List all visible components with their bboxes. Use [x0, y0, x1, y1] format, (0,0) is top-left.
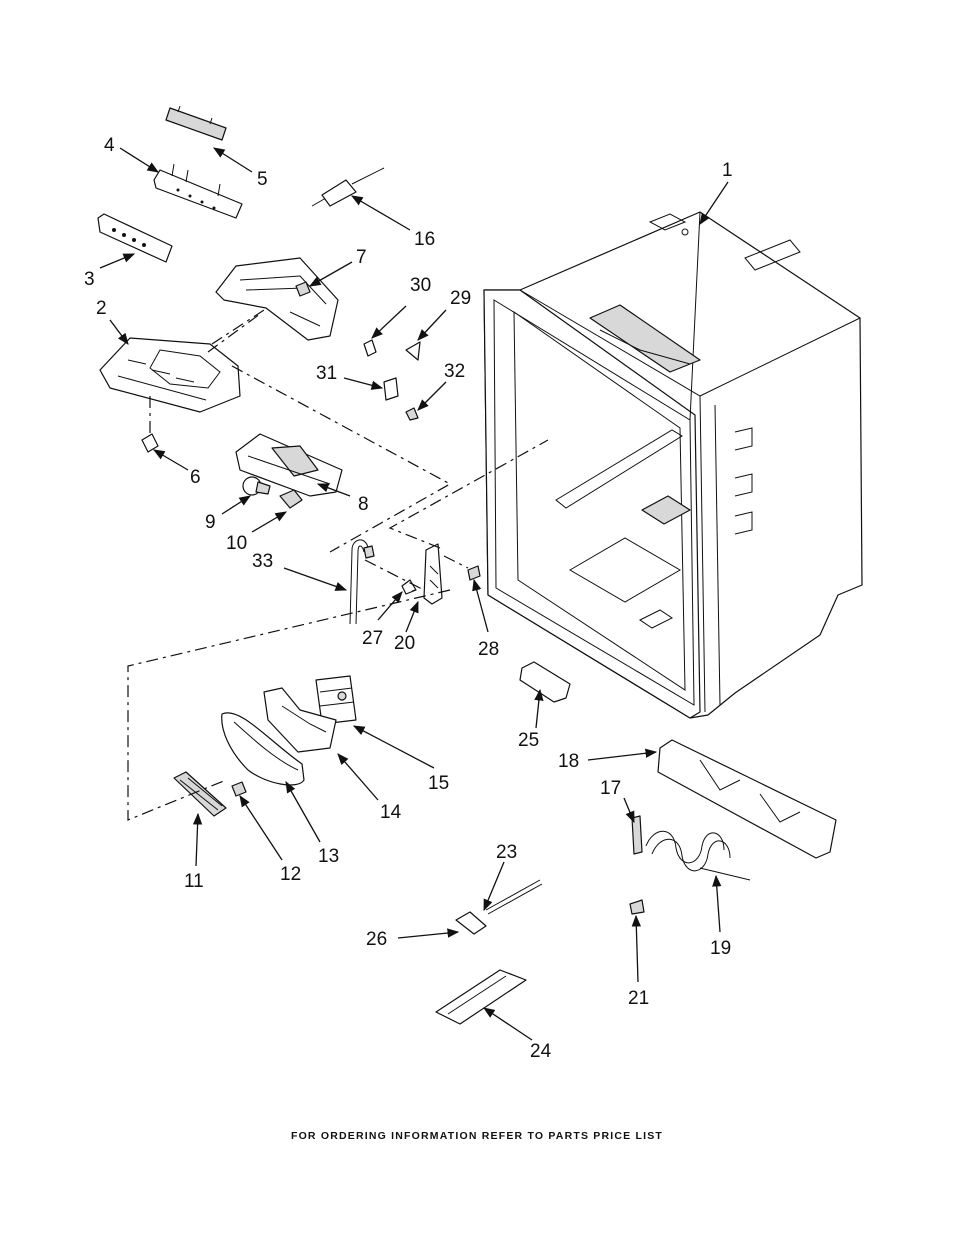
callout-9: 9 — [205, 512, 216, 533]
callout-32: 32 — [444, 361, 465, 382]
callout-13: 13 — [318, 846, 339, 867]
callout-6: 6 — [190, 467, 201, 488]
part-20-bracket — [424, 544, 442, 604]
part-25-filter-cap — [520, 662, 570, 702]
part-32-clip — [406, 408, 418, 420]
callout-25: 25 — [518, 730, 539, 751]
callout-11: 11 — [184, 871, 204, 892]
callout-23: 23 — [496, 842, 517, 863]
callout-20: 20 — [394, 633, 415, 654]
part-18-heater-bracket — [658, 740, 836, 858]
part-28-screw — [468, 566, 480, 580]
callout-33: 33 — [252, 551, 273, 572]
part-19-heater-coil — [646, 831, 750, 880]
part-2-control-housing — [100, 338, 240, 412]
callout-14: 14 — [380, 802, 402, 823]
callout-3: 3 — [84, 269, 95, 290]
callout-19: 19 — [710, 938, 731, 959]
part-31-bracket — [384, 378, 398, 400]
part-33-tube — [350, 540, 374, 624]
callout-10: 10 — [226, 533, 247, 554]
part-23-26-sensor — [456, 880, 542, 934]
callout-8: 8 — [358, 494, 369, 515]
part-27-clip — [402, 580, 416, 594]
callout-29: 29 — [450, 288, 471, 309]
part-7-cover — [216, 258, 338, 340]
callout-15: 15 — [428, 773, 449, 794]
callout-17: 17 — [600, 778, 621, 799]
part-24-bracket — [436, 970, 526, 1024]
callout-21: 21 — [628, 988, 649, 1009]
part-16-thermistor — [312, 168, 384, 206]
callout-24: 24 — [530, 1041, 552, 1062]
part-4-light-housing — [154, 164, 242, 218]
callout-30: 30 — [410, 275, 431, 296]
part-11-trim — [174, 772, 226, 816]
callout-28: 28 — [478, 639, 499, 660]
callout-4: 4 — [104, 135, 115, 156]
liner-part — [484, 212, 862, 718]
callout-18: 18 — [558, 751, 579, 772]
part-5-bracket — [166, 106, 226, 140]
callout-27: 27 — [362, 628, 383, 649]
callout-12: 12 — [280, 864, 301, 885]
callout-7: 7 — [356, 247, 367, 268]
callout-1: 1 — [722, 160, 733, 181]
callout-5: 5 — [257, 169, 268, 190]
part-6-switch — [142, 434, 158, 452]
ordering-info-note: FOR ORDERING INFORMATION REFER TO PARTS … — [0, 1130, 954, 1142]
callout-2: 2 — [96, 298, 107, 319]
part-3-lens — [98, 214, 172, 262]
part-30-clip — [364, 340, 376, 356]
part-10-socket — [280, 490, 302, 508]
callout-26: 26 — [366, 929, 387, 950]
part-21-screw — [630, 900, 644, 914]
part-12-screw — [232, 782, 246, 796]
callout-31: 31 — [316, 363, 337, 384]
callout-16: 16 — [414, 229, 435, 250]
part-29-clip — [406, 342, 420, 360]
